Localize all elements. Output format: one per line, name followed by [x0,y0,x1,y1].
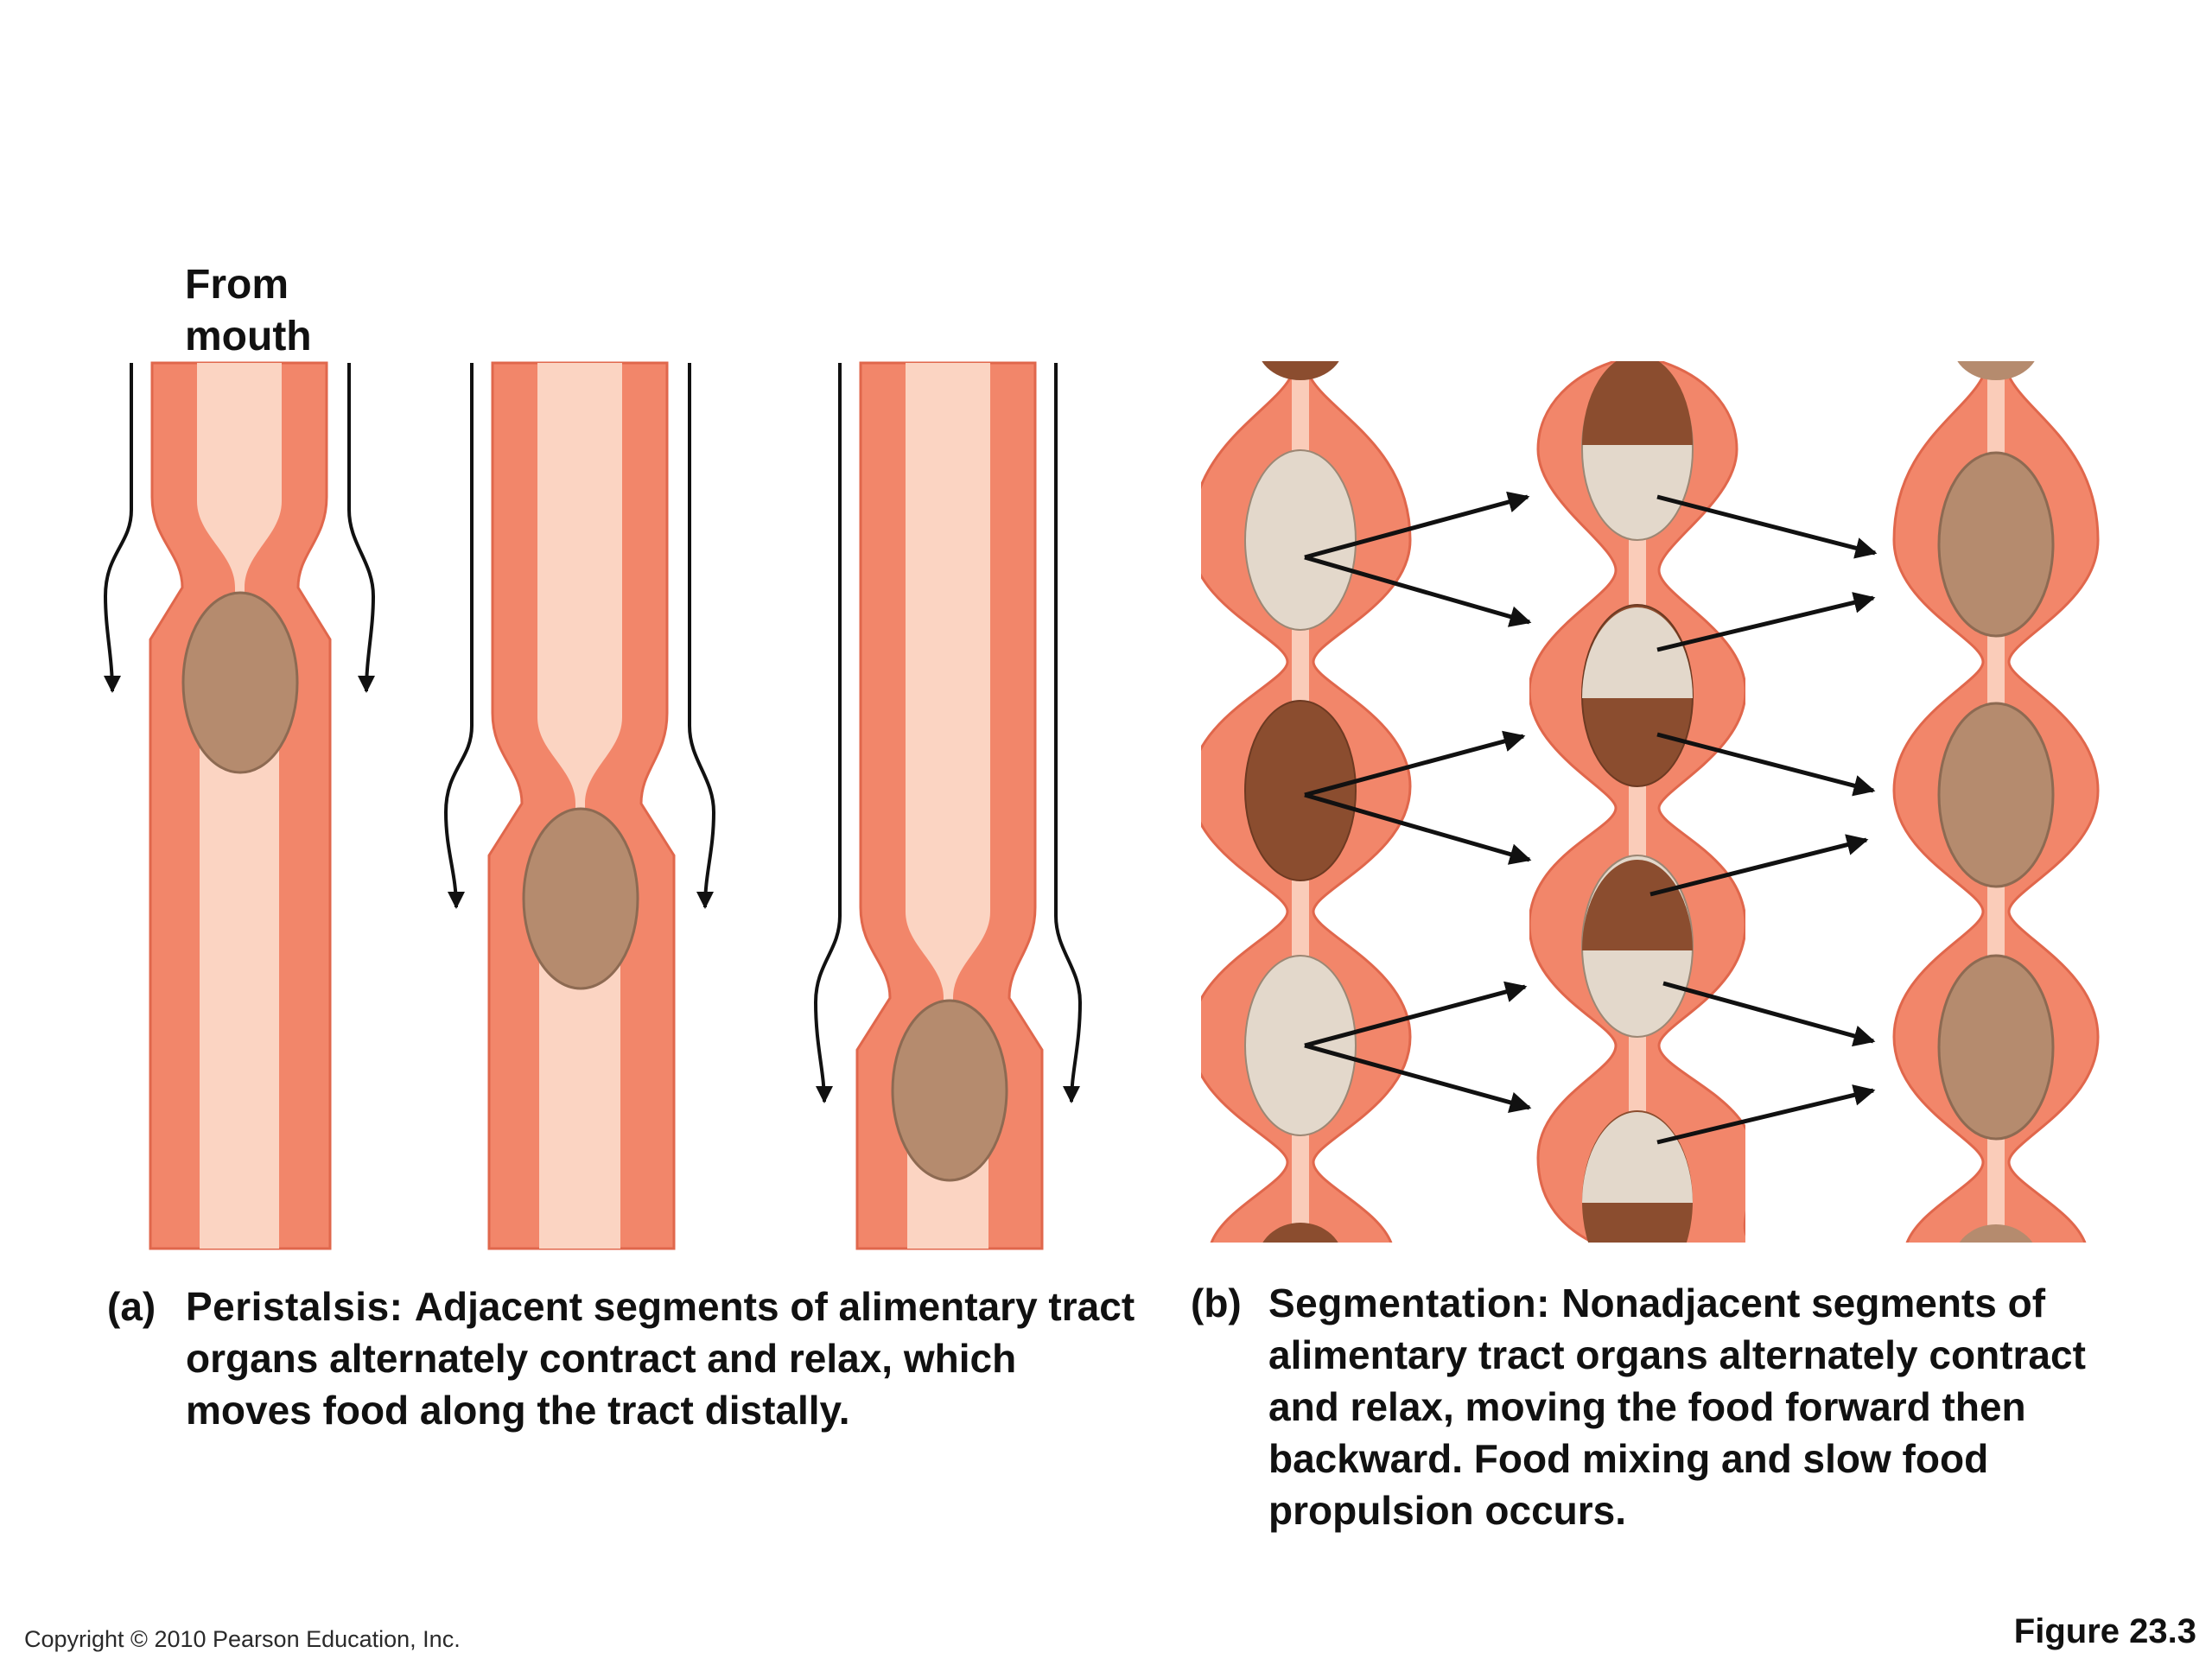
flow-line-left [443,363,474,909]
arrow [1304,730,1526,798]
caption-b-heading: Segmentation: [1268,1281,1562,1325]
lumen [197,363,282,1249]
peristalsis-panel [103,361,1083,1250]
flow-line-right [688,363,716,909]
flow-line-right [347,363,376,693]
caption-a-text: Adjacent segments of alimentary tract or… [186,1284,1135,1433]
food-dark-3 [1582,860,1693,950]
copyright-notice: Copyright © 2010 Pearson Education, Inc. [24,1626,461,1652]
food-bolus [522,807,639,990]
arrow [1304,981,1528,1048]
mixing-arrows-forward [1304,491,1532,1114]
food-light-4 [1582,1112,1693,1203]
flow-line-right [1054,363,1083,1103]
food-bottom-cap [1959,1224,2033,1243]
food-bolus-2 [1937,702,2055,888]
segmentation-column-2 [1529,361,1745,1243]
food-bolus-3 [1937,954,2055,1141]
arrow [1656,592,1876,652]
food-bolus-1 [1937,451,2055,638]
peristalsis-tube-1 [103,361,376,1250]
lumen [537,363,622,1249]
food-top-cap [1262,361,1339,380]
food-dark-1 [1244,700,1357,881]
arrow [1656,1084,1876,1145]
caption-a-letter: (a) [107,1284,156,1329]
arrow [1304,491,1530,560]
flow-line-left [813,363,842,1103]
arrow [1656,494,1878,559]
arrow [1304,1043,1532,1114]
arrow [1304,555,1532,627]
food-bolus [181,591,299,774]
food-light-2 [1582,607,1693,698]
food-top-cap [1957,361,2035,380]
flow-line-left [103,363,133,693]
from-label-line-1: From [185,262,289,308]
food-bottom-cap [1262,1223,1338,1243]
peristalsis-tube-2 [443,361,716,1250]
segmentation-column-3 [1892,361,2100,1243]
peristalsis-tube-3 [813,361,1083,1250]
caption-a-body: Peristalsis: Adjacent segments of alimen… [186,1281,1145,1436]
mixing-arrows-return [1649,494,1878,1145]
lumen [906,363,990,1249]
food-light-2 [1244,955,1357,1136]
caption-b-text: Nonadjacent segments of alimentary tract… [1268,1281,2086,1533]
food-dark-1 [1582,361,1693,445]
arrow [1662,981,1876,1047]
caption-b-letter: (b) [1191,1281,1242,1325]
caption-a-heading: Peristalsis: [186,1284,415,1329]
arrow [1649,834,1869,897]
from-mouth-label: From mouth [185,259,312,363]
arrow [1656,732,1876,797]
food-light-1 [1244,449,1357,631]
arrow [1304,792,1532,865]
from-label-line-2: mouth [185,314,312,359]
figure-number: Figure 23.3 [2013,1612,2196,1650]
segmentation-panel [1201,361,2100,1243]
caption-b-body: Segmentation: Nonadjacent segments of al… [1268,1277,2141,1536]
food-bolus [891,999,1008,1182]
segmentation-column-1 [1201,361,1412,1243]
